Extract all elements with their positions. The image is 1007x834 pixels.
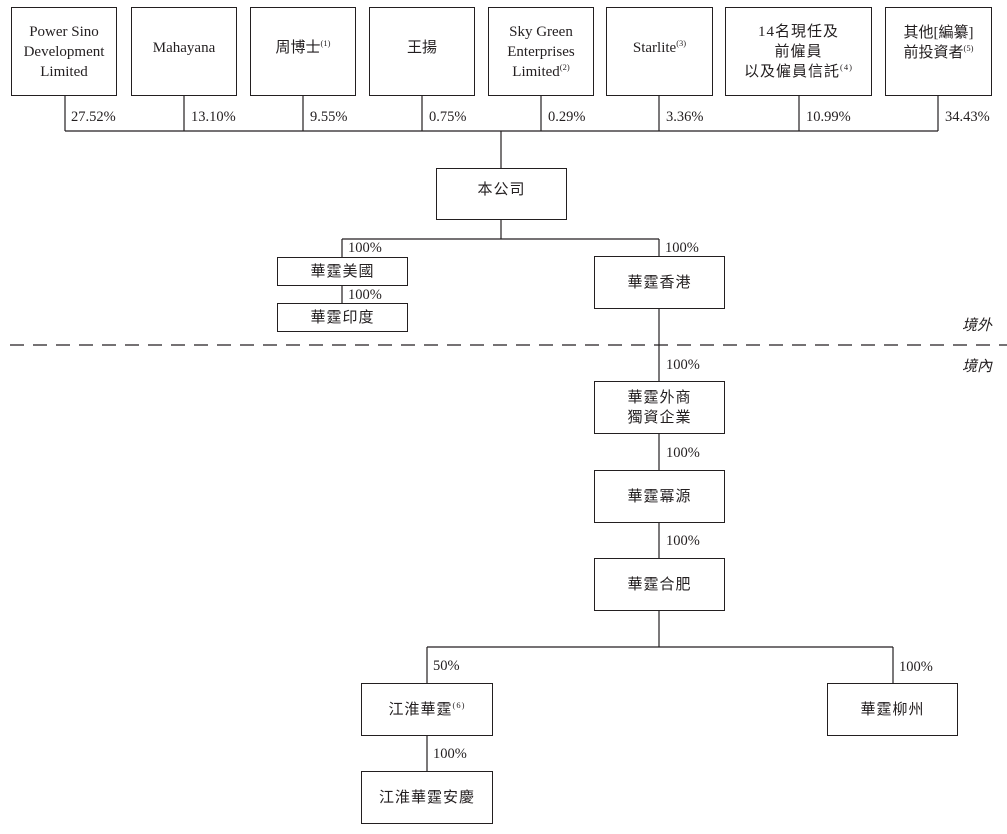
subsidiary-box-india: 華霆印度 <box>277 303 408 332</box>
shareholding-percent: 50% <box>433 658 460 674</box>
shareholder-name: 14名現任及 前僱員 以及僱員信託 <box>744 23 841 80</box>
shareholder-name: Power Sino Development Limited <box>23 23 105 80</box>
shareholder-name: Sky Green Enterprises Limited <box>507 23 575 80</box>
shareholding-percent: 100% <box>665 240 699 256</box>
shareholder-name: 周博士 <box>275 39 321 56</box>
shareholding-percent: 10.99% <box>806 109 851 125</box>
footnote-marker: (3) <box>676 37 687 48</box>
shareholding-percent: 100% <box>666 357 700 373</box>
footnote-marker: (2) <box>559 61 570 72</box>
subsidiary-name: 華霆外商 獨資企業 <box>627 389 692 426</box>
company-name: 本公司 <box>477 182 526 198</box>
shareholding-percent: 27.52% <box>71 109 116 125</box>
subsidiary-name: 華霆香港 <box>627 274 692 291</box>
shareholder-box-other-investors: 其他[編纂] 前投資者(5) <box>885 7 992 96</box>
shareholding-percent: 0.75% <box>429 109 467 125</box>
shareholder-name: Starlite <box>632 39 677 56</box>
subsidiary-box-us: 華霆美國 <box>277 257 408 286</box>
shareholder-box-dr-zhou: 周博士(1) <box>250 7 356 96</box>
subsidiary-box-jac: 江淮華霆(6) <box>361 683 493 736</box>
footnote-marker: (1) <box>320 37 331 48</box>
company-box: 本公司 <box>436 168 567 220</box>
shareholder-name: 其他[編纂] 前投資者 <box>903 24 974 61</box>
shareholder-box-employees: 14名現任及 前僱員 以及僱員信託(4) <box>725 7 872 96</box>
subsidiary-name: 江淮華霆安慶 <box>378 789 475 806</box>
shareholder-box-wang-yang: 王揚 <box>369 7 475 96</box>
footnote-marker: (5) <box>963 42 974 53</box>
subsidiary-box-hefei: 華霆合肥 <box>594 558 725 611</box>
shareholding-percent: 100% <box>899 659 933 675</box>
shareholding-percent: 9.55% <box>310 109 348 125</box>
onshore-zone-label: 境內 <box>962 359 993 375</box>
footnote-marker: (6) <box>452 699 466 710</box>
shareholder-box-mahayana: Mahayana <box>131 7 237 96</box>
subsidiary-box-hong-kong: 華霆香港 <box>594 256 725 309</box>
shareholding-percent: 3.36% <box>666 109 704 125</box>
subsidiary-name: 華霆合肥 <box>627 576 692 593</box>
shareholder-box-power-sino: Power Sino Development Limited <box>11 7 117 96</box>
subsidiary-name: 華霆美國 <box>310 263 375 280</box>
shareholding-percent: 100% <box>348 287 382 303</box>
subsidiary-name: 江淮華霆 <box>388 701 453 718</box>
offshore-zone-label: 境外 <box>962 318 993 334</box>
shareholder-box-sky-green: Sky Green Enterprises Limited(2) <box>488 7 594 96</box>
shareholding-percent: 100% <box>666 533 700 549</box>
subsidiary-box-liuzhou: 華霆柳州 <box>827 683 958 736</box>
shareholder-name: 王揚 <box>406 39 437 56</box>
shareholder-name: Mahayana <box>152 39 216 56</box>
shareholding-percent: 100% <box>433 746 467 762</box>
shareholding-percent: 0.29% <box>548 109 586 125</box>
subsidiary-name: 華霆柳州 <box>860 701 925 718</box>
shareholding-percent: 100% <box>666 445 700 461</box>
footnote-marker: (4) <box>840 61 853 72</box>
shareholding-percent: 34.43% <box>945 109 990 125</box>
shareholding-percent: 13.10% <box>191 109 236 125</box>
subsidiary-box-mingyuan: 華霆冪源 <box>594 470 725 523</box>
shareholding-percent: 100% <box>348 240 382 256</box>
subsidiary-box-wfoe: 華霆外商 獨資企業 <box>594 381 725 434</box>
subsidiary-box-anqing: 江淮華霆安慶 <box>361 771 493 824</box>
subsidiary-name: 華霆印度 <box>310 309 375 326</box>
subsidiary-name: 華霆冪源 <box>627 488 692 505</box>
shareholder-box-starlite: Starlite(3) <box>606 7 713 96</box>
